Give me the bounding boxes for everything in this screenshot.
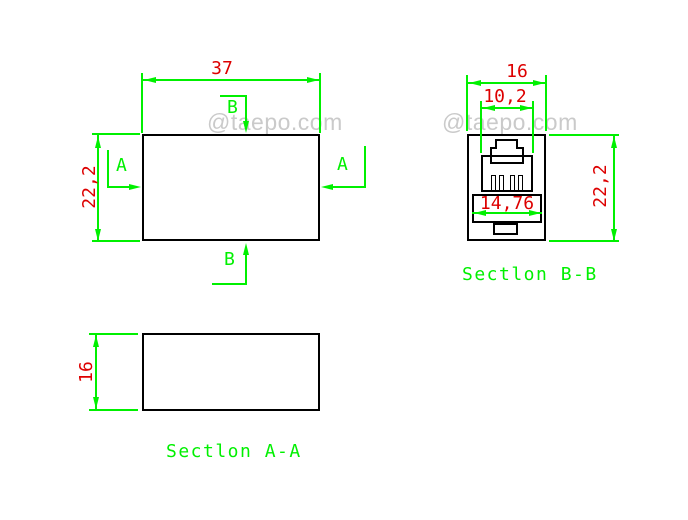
section-bb-label: Sectlon B-B (462, 264, 598, 285)
marker-b-top-leader-v (245, 95, 247, 125)
jack-latch-step-rect (490, 147, 524, 164)
dim-102-ext-line-left (480, 101, 482, 153)
dim-222bb-value: 22,2 (590, 164, 611, 208)
dim-222-line (97, 135, 99, 241)
dim-102-arrow-right-icon (520, 105, 532, 111)
marker-b-bottom-label: B (224, 249, 235, 270)
jack-opening-rect (481, 155, 533, 192)
dim-16aa-value: 16 (76, 361, 97, 383)
dim-1476-arrow-left-icon (474, 210, 486, 216)
dim-16bb-ext-line-left (466, 75, 468, 131)
dim-16aa-line (95, 334, 97, 410)
dim-102-line (481, 107, 533, 109)
dim-16bb-line (467, 82, 546, 84)
dim-1476-line (472, 212, 542, 214)
dim-222-ext-line-top (92, 133, 140, 135)
dim-16aa-ext-line-top (89, 333, 138, 335)
marker-b-top-leader-h (220, 95, 247, 97)
dim-222bb-ext-line-top (549, 134, 619, 136)
dim-16aa-arrow-down-icon (93, 397, 99, 409)
watermark-left: @taepo.com (207, 109, 343, 135)
marker-a-left-leader-h (107, 186, 131, 188)
section-aa-outline (142, 333, 320, 411)
dim-222bb-ext-line-bottom (549, 240, 619, 242)
dim-16bb-arrow-left-icon (469, 80, 481, 86)
dim-222-value: 22,2 (79, 165, 100, 209)
jack-latch-slot-rect (495, 139, 518, 149)
dim-16aa-ext-line-bottom (89, 409, 138, 411)
marker-a-right-arrow-icon (321, 184, 333, 190)
dim-1476-arrow-right-icon (529, 210, 541, 216)
marker-a-left-leader-v (107, 150, 109, 188)
dim-102-arrow-left-icon (483, 105, 495, 111)
jack-contact-pin-3 (510, 175, 515, 192)
cavity-rect (472, 194, 542, 223)
marker-b-top-arrow-icon (243, 121, 249, 133)
dim-37-arrow-left-icon (144, 77, 156, 83)
dim-222-ext-line-bottom (92, 240, 140, 242)
jack-contact-pin-4 (518, 175, 523, 192)
dim-102-value: 10,2 (483, 86, 527, 107)
dim-16bb-value: 16 (506, 61, 528, 82)
marker-b-bottom-arrow-icon (243, 243, 249, 255)
jack-contact-pin-1 (491, 175, 496, 192)
dim-1476-value: 14,76 (479, 193, 535, 214)
dim-222bb-line (613, 135, 615, 241)
section-aa-label: Sectlon A-A (166, 441, 302, 462)
marker-a-right-label: A (337, 154, 348, 175)
marker-a-right-leader-h (332, 186, 366, 188)
section-bb-outline (467, 134, 546, 241)
dim-37-ext-line-right (319, 73, 321, 133)
jack-contact-pin-2 (499, 175, 504, 192)
plan-view-outline (142, 134, 320, 241)
dim-222bb-arrow-up-icon (611, 136, 617, 148)
dim-16aa-arrow-up-icon (93, 335, 99, 347)
dim-37-value: 37 (211, 58, 233, 79)
marker-b-bottom-leader-v (245, 253, 247, 285)
marker-a-left-label: A (116, 155, 127, 176)
dim-222-arrow-up-icon (95, 136, 101, 148)
dim-222-arrow-down-icon (95, 229, 101, 241)
dim-102-ext-line-right (532, 101, 534, 153)
marker-a-left-arrow-icon (129, 184, 141, 190)
watermark-right: @taepo.com (442, 109, 578, 135)
dim-16bb-arrow-right-icon (533, 80, 545, 86)
dim-37-line (142, 79, 320, 81)
marker-b-bottom-leader-h (212, 283, 247, 285)
dim-222bb-arrow-down-icon (611, 229, 617, 241)
marker-a-right-leader-v (364, 146, 366, 188)
dim-37-ext-line-left (141, 73, 143, 133)
dim-37-arrow-right-icon (307, 77, 319, 83)
bottom-tab-rect (493, 223, 518, 235)
marker-b-top-label: B (227, 97, 238, 118)
dim-16bb-ext-line-right (545, 75, 547, 131)
